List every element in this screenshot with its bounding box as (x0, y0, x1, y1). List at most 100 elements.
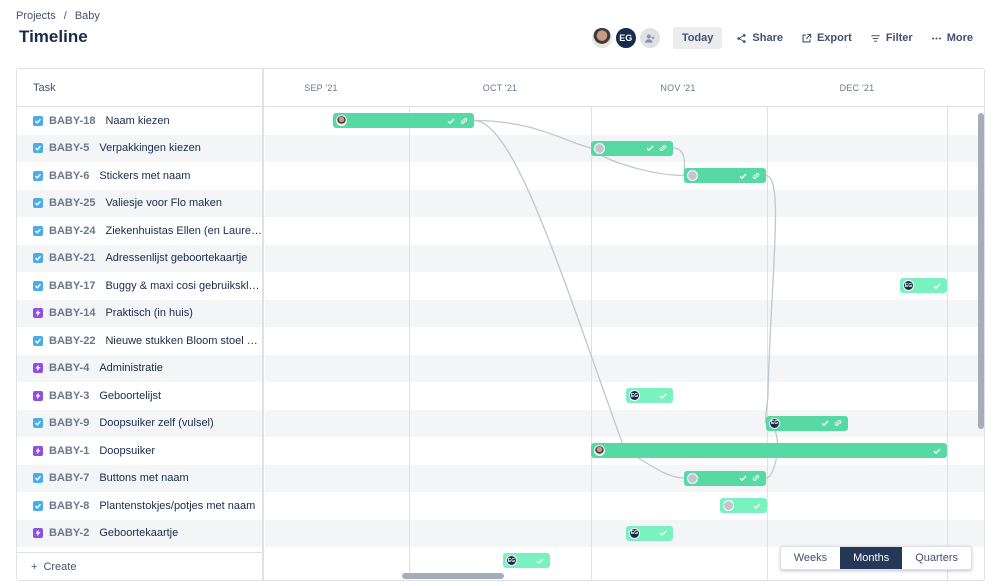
task-key[interactable]: BABY-17 (49, 279, 96, 292)
bar-status-icons (659, 387, 670, 405)
share-button[interactable]: Share (728, 27, 791, 49)
create-button[interactable]: + Create (17, 552, 262, 580)
task-checkbox-icon (33, 225, 43, 236)
task-row[interactable]: BABY-8 Plantenstokjes/potjes met naam (17, 492, 262, 520)
timeline-bar[interactable] (333, 113, 474, 128)
breadcrumb-baby-link[interactable]: Baby (74, 10, 100, 22)
task-column-header: Task (17, 69, 262, 107)
task-key[interactable]: BABY-21 (49, 252, 96, 265)
zoom-option-weeks[interactable]: Weeks (793, 552, 828, 564)
vertical-scrollbar[interactable] (976, 109, 984, 549)
toolbar: EG Today Share Export Filter More (590, 27, 981, 49)
zoom-option-quarters[interactable]: Quarters (915, 552, 958, 564)
timeline-bar[interactable] (684, 168, 766, 183)
task-name: Geboortelijst (99, 389, 162, 402)
task-key[interactable]: BABY-3 (49, 389, 90, 402)
task-name: Adressenlijst geboortekaartje (105, 252, 248, 265)
filter-button[interactable]: Filter (862, 27, 921, 49)
done-check-icon (659, 387, 667, 405)
timeline-bar[interactable]: EG (503, 553, 550, 568)
timeline-bar[interactable]: EG (626, 388, 673, 403)
timeline-bar[interactable]: EG (626, 525, 673, 541)
dependency-link-icon[interactable] (834, 414, 842, 432)
assignee-avatar: EG (629, 527, 640, 539)
timeline-bar[interactable]: EG (900, 278, 947, 293)
task-key[interactable]: BABY-5 (49, 142, 90, 155)
task-name: Doopsuiker (99, 444, 155, 457)
filter-label: Filter (885, 32, 913, 44)
assignee-avatar: EG (903, 280, 914, 291)
timeline-bar[interactable]: EG (766, 414, 848, 432)
task-name: Plantenstokjes/potjes met naam (99, 499, 256, 512)
task-key[interactable]: BABY-8 (49, 499, 90, 512)
task-key[interactable]: BABY-18 (49, 114, 96, 127)
timeline-row (265, 354, 984, 382)
timeline-bar[interactable] (591, 443, 947, 458)
task-key[interactable]: BABY-2 (49, 527, 90, 540)
filter-icon (871, 34, 880, 42)
task-key[interactable]: BABY-1 (49, 444, 90, 457)
done-check-icon (536, 552, 544, 570)
create-label: Create (43, 560, 77, 573)
timeline-row (265, 382, 984, 410)
horizontal-scroll-thumb[interactable] (402, 573, 504, 579)
assignee-avatar (594, 445, 605, 456)
today-button[interactable]: Today (672, 27, 723, 49)
task-row[interactable]: BABY-3 Geboortelijst (17, 382, 262, 410)
avatar-eg[interactable]: EG (614, 27, 637, 49)
task-row[interactable]: BABY-22 Nieuwe stukken Bloom stoel best..… (17, 327, 262, 355)
task-key[interactable]: BABY-9 (49, 417, 90, 430)
task-key[interactable]: BABY-14 (49, 307, 96, 320)
month-label: NOV '21 (660, 83, 696, 93)
task-key[interactable]: BABY-22 (49, 334, 96, 347)
task-checkbox-icon (33, 500, 43, 511)
export-button[interactable]: Export (793, 27, 860, 49)
task-name: Valiesje voor Flo maken (105, 197, 223, 210)
more-button[interactable]: More (923, 27, 981, 49)
month-gridline (767, 69, 768, 580)
month-label: OCT '21 (482, 83, 518, 93)
task-name: Stickers met naam (99, 169, 191, 182)
breadcrumb-projects-link[interactable]: Projects (16, 10, 56, 22)
timeline-bar[interactable] (591, 139, 673, 157)
dependency-link-icon[interactable] (460, 112, 468, 130)
timeline-bar[interactable] (720, 498, 767, 513)
dependency-link-icon[interactable] (752, 469, 760, 487)
zoom-option-months[interactable]: Months (840, 547, 903, 569)
timeline-row (265, 217, 984, 245)
dependency-link-icon[interactable] (659, 139, 667, 157)
row-bands (265, 107, 984, 547)
timeline-bar[interactable] (684, 469, 766, 487)
done-check-icon (933, 442, 941, 460)
task-checkbox-icon (33, 198, 43, 209)
timeline-row (265, 162, 984, 190)
task-row[interactable]: BABY-6 Stickers met naam (17, 162, 262, 190)
task-row[interactable]: BABY-21 Adressenlijst geboortekaartje (17, 244, 262, 272)
epic-icon (33, 445, 43, 456)
task-name: Nieuwe stukken Bloom stoel best... (105, 334, 262, 347)
task-key[interactable]: BABY-7 (49, 472, 90, 485)
bar-status-icons (646, 139, 670, 157)
timeline-row (265, 272, 984, 300)
task-row[interactable]: BABY-1 Doopsuiker (17, 437, 262, 465)
task-key[interactable]: BABY-24 (49, 224, 96, 237)
vertical-scroll-thumb[interactable] (978, 113, 984, 429)
dependency-link-icon[interactable] (752, 167, 760, 185)
task-checkbox-icon (33, 418, 43, 429)
task-key[interactable]: BABY-25 (49, 197, 96, 210)
add-people-icon[interactable] (638, 27, 661, 49)
task-key[interactable]: BABY-4 (49, 362, 90, 375)
task-row[interactable]: BABY-25 Valiesje voor Flo maken (17, 189, 262, 217)
task-key[interactable]: BABY-6 (49, 169, 90, 182)
avatar-photo[interactable] (590, 27, 613, 49)
